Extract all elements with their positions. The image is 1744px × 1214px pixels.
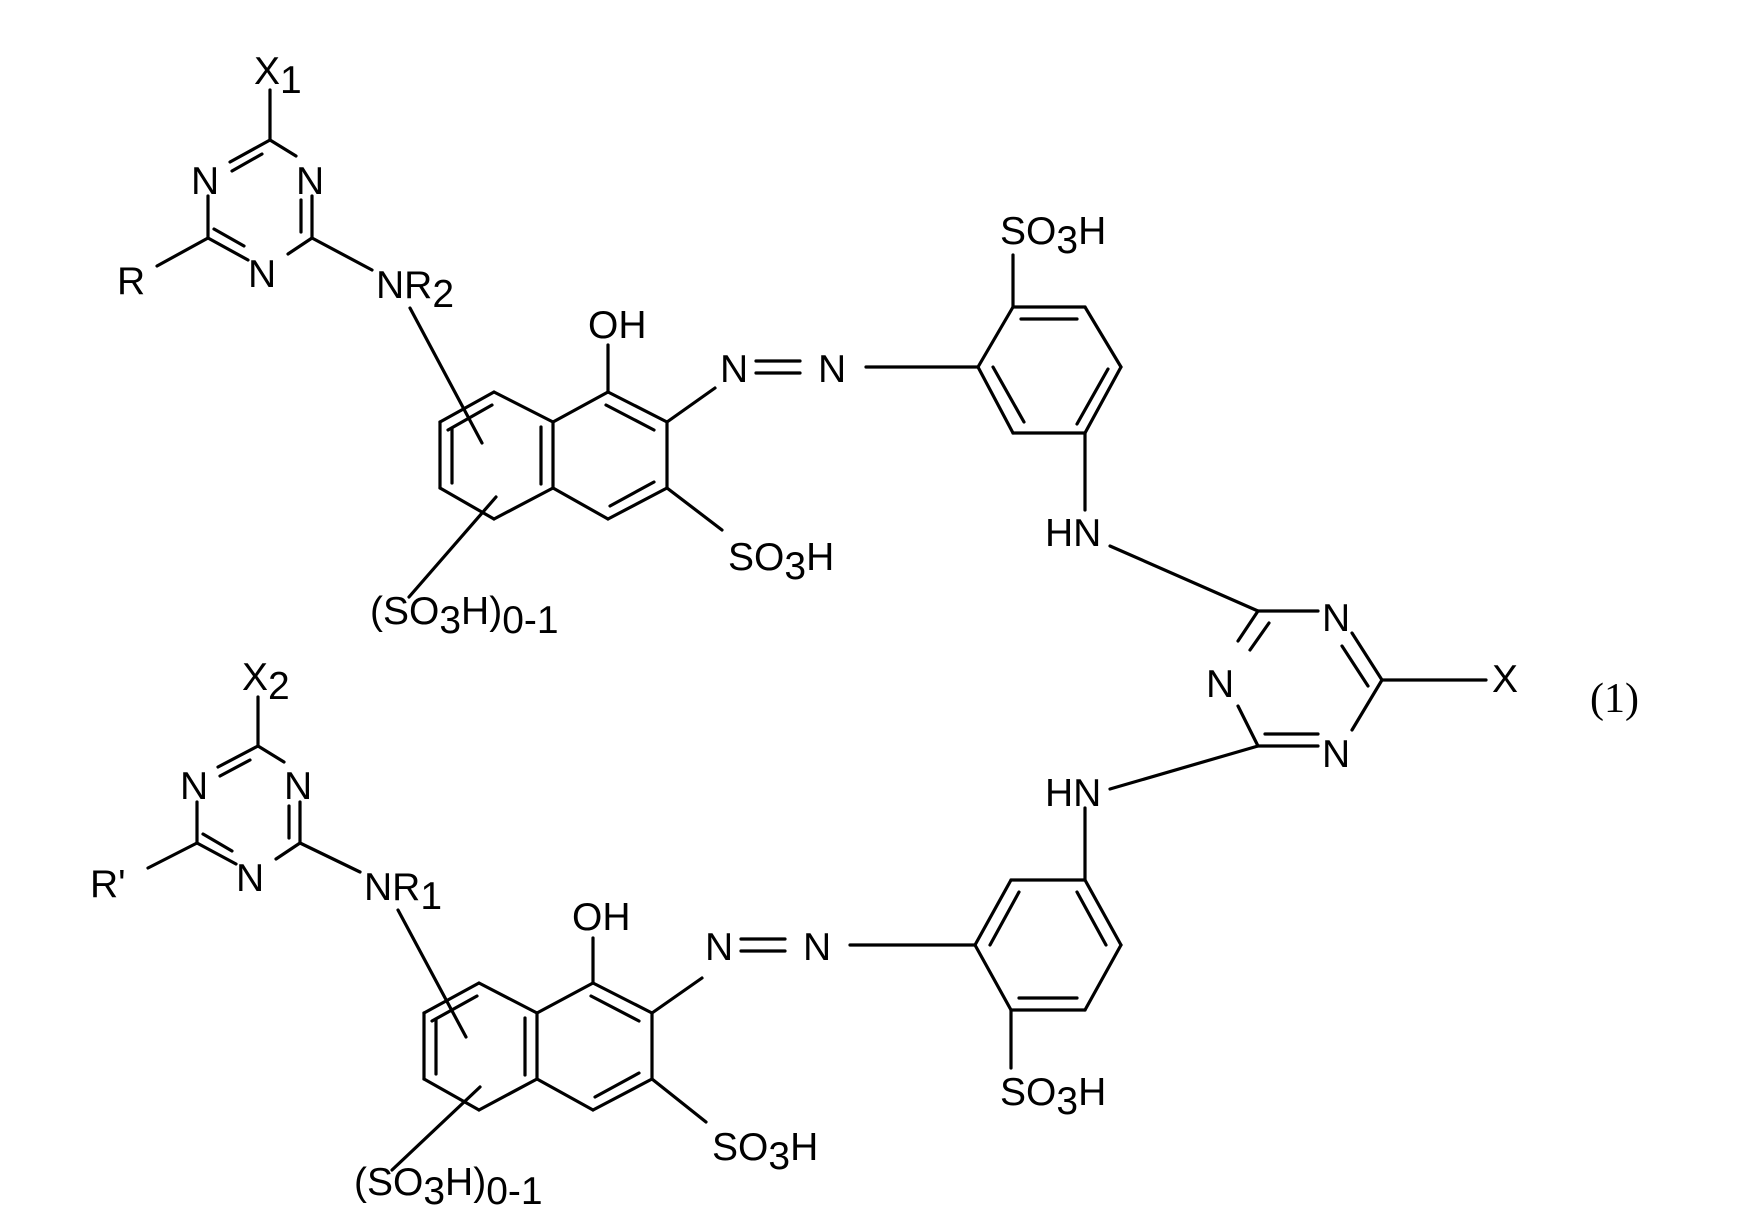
- lower-benzene: [975, 808, 1121, 1068]
- substituent-bond: [398, 910, 466, 1037]
- central-triazine-n-bottom: N: [1322, 733, 1350, 776]
- bond: [230, 140, 270, 162]
- bond: [479, 983, 537, 1013]
- bond: [157, 238, 208, 266]
- upper-x-label: X1: [254, 50, 302, 102]
- lower-x-label: X2: [242, 656, 290, 708]
- linker-bond: [1110, 546, 1258, 611]
- bond: [1238, 611, 1258, 641]
- upper-hn-linker: HN: [1045, 512, 1101, 555]
- bond: [537, 1079, 593, 1110]
- substituent-bond: [392, 1087, 480, 1170]
- lower-benzene-so3h: SO3H: [1000, 1071, 1106, 1123]
- bond: [494, 488, 553, 519]
- bond: [312, 238, 372, 270]
- bond: [667, 488, 722, 530]
- upper-triazine-ring: [157, 90, 372, 270]
- bond: [300, 843, 360, 872]
- lower-triazine-n-right: N: [284, 765, 312, 808]
- upper-naphthalene: [409, 345, 722, 597]
- upper-naphthol-so3h: SO3H: [728, 536, 834, 588]
- upper-azo-n1: N: [720, 348, 748, 391]
- bond: [978, 307, 1013, 367]
- bond: [288, 238, 312, 254]
- lower-naphthol-so3h: SO3H: [712, 1126, 818, 1178]
- bond: [258, 746, 284, 762]
- bond: [270, 140, 296, 156]
- central-x-label: X: [1492, 658, 1518, 701]
- bond: [1352, 633, 1382, 680]
- lower-optional-so3h: (SO3H)0-1: [354, 1161, 543, 1213]
- lower-azo-n2: N: [803, 926, 831, 969]
- lower-hn-linker: HN: [1045, 772, 1101, 815]
- central-triazine-n-left: N: [1206, 663, 1234, 706]
- upper-azo-n2: N: [818, 348, 846, 391]
- bond: [448, 405, 492, 430]
- bond: [608, 392, 667, 422]
- bond: [1085, 945, 1121, 1010]
- upper-triazine-n-left: N: [191, 160, 219, 203]
- bond: [595, 1073, 639, 1097]
- bond: [1085, 307, 1121, 367]
- bond: [218, 746, 258, 767]
- upper-r-label: R: [117, 260, 145, 303]
- equation-number: (1): [1590, 676, 1639, 722]
- substituent-bond: [410, 308, 482, 443]
- bond: [606, 405, 654, 430]
- lower-naphthalene: [392, 938, 706, 1170]
- bond: [479, 1079, 537, 1110]
- upper-benzene: [978, 255, 1121, 510]
- bond: [276, 843, 300, 859]
- bond: [975, 880, 1011, 945]
- bond: [610, 482, 654, 506]
- bond: [990, 892, 1019, 945]
- bond: [208, 238, 248, 260]
- upper-triazine-n-right: N: [296, 160, 324, 203]
- bond: [553, 392, 608, 422]
- central-triazine: N N N X: [1110, 597, 1518, 789]
- lower-oh-label: OH: [572, 896, 631, 939]
- lower-triazine-n-bottom: N: [236, 857, 264, 900]
- bond: [652, 1079, 706, 1122]
- bond: [978, 367, 1013, 433]
- bond: [652, 978, 702, 1013]
- lower-triazine-n-left: N: [180, 765, 208, 808]
- upper-dye-unit: X1 N N N R NR2 OH N N SO3H SO3H (SO3H)0-…: [117, 50, 1258, 642]
- lower-amine-label: NR1: [364, 866, 442, 918]
- bond: [440, 488, 494, 519]
- linker-bond: [1110, 746, 1258, 789]
- bond: [197, 843, 236, 864]
- bond: [975, 945, 1011, 1010]
- bond: [232, 154, 262, 171]
- bond: [1352, 680, 1382, 730]
- upper-benzene-so3h: SO3H: [1000, 210, 1106, 262]
- upper-oh-label: OH: [588, 304, 647, 347]
- substituent-bond: [409, 497, 496, 597]
- bond: [591, 996, 639, 1021]
- bond: [667, 388, 715, 422]
- lower-azo-n1: N: [705, 926, 733, 969]
- lower-dye-unit: X2 N N N R' NR1 OH N N HN SO3H SO3H (SO3…: [90, 656, 1121, 1213]
- bond: [593, 983, 652, 1013]
- bond: [1085, 880, 1121, 945]
- bond: [553, 488, 608, 519]
- upper-triazine-n-bottom: N: [248, 253, 276, 296]
- bond: [148, 843, 197, 868]
- lower-r-prime-label: R': [90, 863, 126, 906]
- bond: [1238, 706, 1258, 746]
- upper-azo: [756, 361, 978, 373]
- upper-optional-so3h: (SO3H)0-1: [370, 590, 559, 642]
- bond: [1250, 623, 1269, 650]
- lower-azo: [741, 939, 975, 951]
- bond: [537, 983, 593, 1013]
- bond: [494, 392, 553, 422]
- central-triazine-n-top: N: [1322, 597, 1350, 640]
- bond: [993, 367, 1024, 422]
- bond: [1077, 892, 1106, 945]
- upper-amine-label: NR2: [376, 264, 454, 316]
